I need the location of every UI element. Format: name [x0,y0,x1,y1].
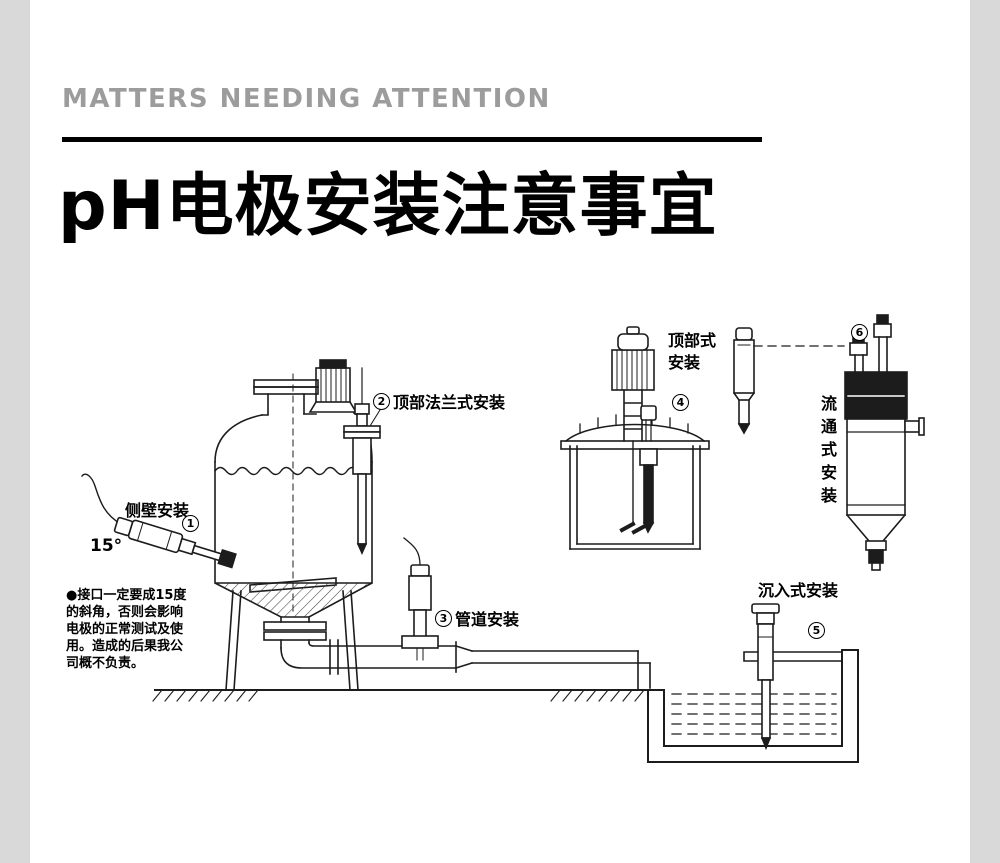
sump-pit [647,649,859,763]
label-pipeline-text: 管道安装 [455,610,520,629]
label-flow-through: 流通式安装 [818,395,837,510]
top-mount-vessel [560,326,710,550]
section-eyebrow: MATTERS NEEDING ATTENTION [62,84,551,114]
badge-2: 2 [373,392,390,410]
badge-5: 5 [808,622,825,639]
badge-4: 4 [672,394,689,411]
tank [214,359,373,691]
angle-15-label: 15° [90,536,123,556]
installation-diagram [81,314,925,763]
label-top-flange: 2 顶部法兰式安装 [373,389,505,413]
badge-1: 1 [182,515,199,532]
drain-pipe [280,639,651,691]
label-top-mount-text1: 顶部式 [668,331,717,350]
electrode-side-wall [81,473,237,569]
page: MATTERS NEEDING ATTENTION pH电极安装注意事宜 [30,0,970,863]
label-side-wall-text: 侧壁安装 [125,501,190,520]
electrode-top-flange [343,367,381,555]
note-line-2: 的斜角，否则会影响 [66,605,184,620]
label-pipeline: 3 管道安装 [435,606,519,630]
ground-line [152,689,649,702]
electrode-loose [732,327,845,435]
flow-through-cell [844,314,925,571]
label-submerged-text: 沉入式安装 [758,581,839,600]
badge-6: 6 [851,324,868,341]
electrode-submerged [751,603,780,751]
note-line-1: ●接口一定要成15度 [66,588,187,603]
label-submerged: 沉入式安装 [758,577,838,601]
note-line-4: 用。造成的后果我公 [66,639,184,654]
label-top-mount-line2: 安装 [668,349,700,373]
label-top-flange-text: 顶部法兰式安装 [393,393,506,412]
note-text: ●接口一定要成15度 的斜角，否则会影响 电极的正常测试及使 用。造成的后果我公… [66,587,186,672]
label-side-wall: 侧壁安装 [125,497,189,521]
note-line-3: 电极的正常测试及使 [66,622,184,637]
badge-3: 3 [435,609,452,627]
note-line-5: 司概不负责。 [66,656,145,671]
electrode-pipeline [401,537,439,661]
label-top-mount-line1: 顶部式 [668,327,716,351]
page-title: pH电极安装注意事宜 [58,167,718,246]
label-top-mount-text2: 安装 [668,353,701,372]
title-underline [62,137,762,142]
